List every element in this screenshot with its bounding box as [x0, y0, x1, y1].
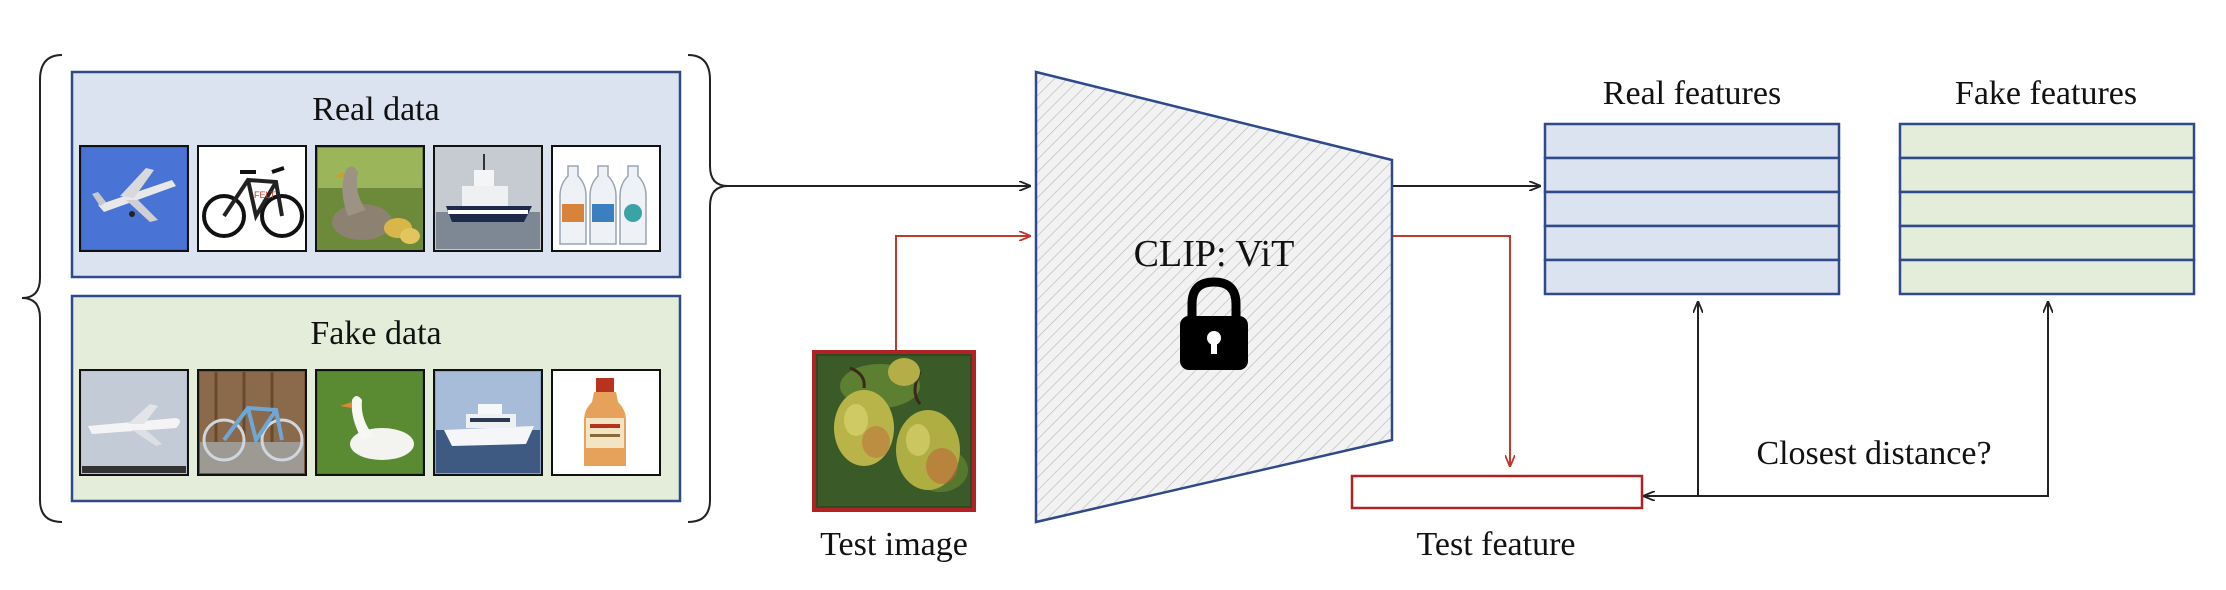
fake-data-title: Fake data	[310, 315, 441, 352]
edge-bracket-to-fake-features	[1698, 302, 2048, 497]
fake-features-row-4	[1898, 224, 2196, 262]
closest-distance-label: Closest distance?	[1756, 435, 1991, 472]
right-curly-brace	[687, 54, 729, 523]
fake-image-boat	[433, 369, 543, 476]
real-features-row-1	[1543, 122, 1841, 160]
fake-features-row-3	[1898, 190, 2196, 228]
real-features-row-2	[1543, 156, 1841, 194]
fake-image-bottle	[551, 369, 661, 476]
left-curly-brace	[21, 54, 63, 523]
test-image-label: Test image	[820, 526, 968, 563]
real-image-bottles	[551, 145, 661, 252]
test-feature-label: Test feature	[1416, 526, 1575, 563]
fake-image-airplane	[79, 369, 189, 476]
real-features-title: Real features	[1603, 75, 1781, 112]
encoder-label: CLIP: ViT	[1134, 233, 1295, 275]
real-data-title: Real data	[312, 91, 439, 128]
real-features-row-5	[1543, 258, 1841, 296]
svg-text:FELT: FELT	[254, 190, 276, 200]
test-feature-box	[1350, 474, 1644, 510]
real-image-bicycle: FELT	[197, 145, 307, 252]
fake-data-panel: Fake data	[70, 294, 682, 503]
fake-image-goose	[315, 369, 425, 476]
clip-vit-encoder: CLIP: ViT	[1034, 70, 1394, 524]
test-image	[812, 350, 976, 512]
real-image-boat	[433, 145, 543, 252]
fake-features-table	[1898, 122, 2196, 296]
fake-features-row-5	[1898, 258, 2196, 296]
real-data-panel: Real data FELT	[70, 70, 682, 279]
fake-image-bicycle	[197, 369, 307, 476]
fake-features-row-1	[1898, 122, 2196, 160]
real-features-table	[1543, 122, 1841, 296]
edge-encoder-to-test-feature	[1392, 235, 1510, 466]
real-features-row-4	[1543, 224, 1841, 262]
edge-test-image-to-encoder	[895, 236, 1030, 352]
real-image-airplane	[79, 145, 189, 252]
lock-icon	[1180, 277, 1248, 370]
fake-features-title: Fake features	[1955, 75, 2137, 112]
real-image-goose	[315, 145, 425, 252]
fake-features-row-2	[1898, 156, 2196, 194]
real-features-row-3	[1543, 190, 1841, 228]
